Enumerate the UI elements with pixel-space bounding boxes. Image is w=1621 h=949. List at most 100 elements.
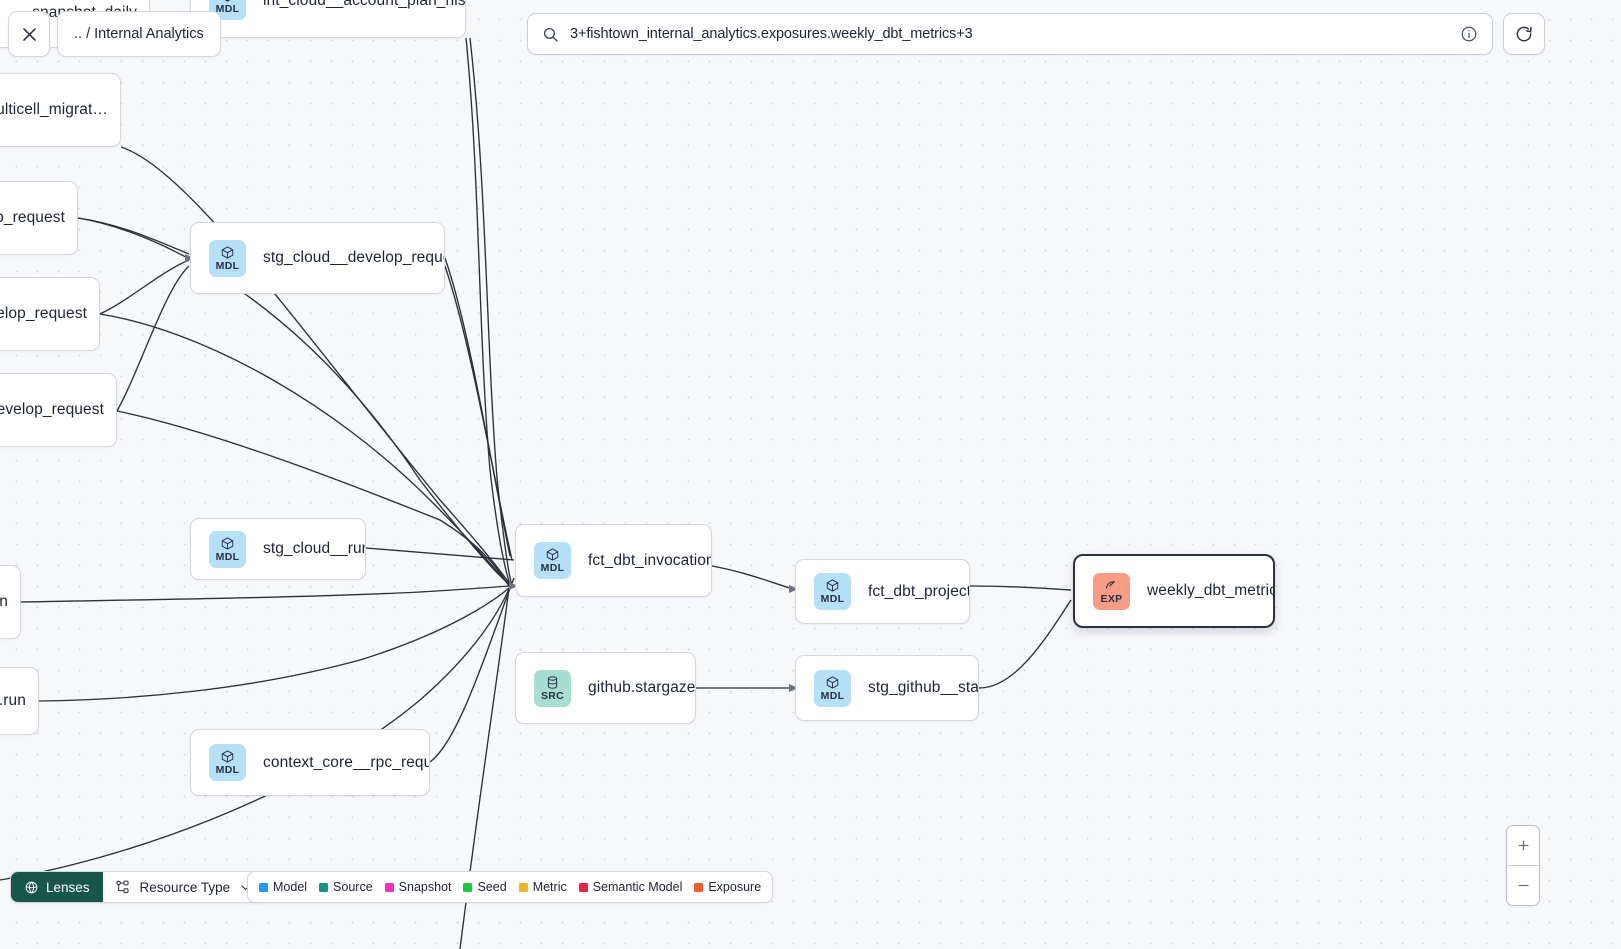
legend-item: Model [259,880,307,894]
legend-swatch-icon [463,882,473,892]
resource-type-dropdown[interactable]: Resource Type [102,872,265,902]
node-type-badge-mdl: MDL [209,530,246,568]
node-type-badge-mdl: MDL [209,239,246,277]
legend-label: Snapshot [398,880,452,894]
graph-node-left-run[interactable]: .run [0,667,39,735]
legend-label: Metric [532,880,567,894]
refresh-button[interactable] [1503,13,1545,55]
legend-label: Model [273,880,308,894]
zoom-controls[interactable] [1506,825,1540,906]
graph-node-context-core-rpc[interactable]: MDL context_core__rpc_request [190,729,430,796]
node-label: .run [0,692,26,709]
graph-node-stg-dev-requests[interactable]: MDL stg_cloud__develop_requests [190,222,445,294]
legend-swatch-icon [259,882,268,892]
close-graph-button[interactable] [8,11,50,57]
legend-item: Metric [518,880,567,894]
graph-node-github-stargazers[interactable]: SRC github.stargazers [515,652,696,724]
node-type-badge-src: SRC [534,669,571,707]
cube-icon [826,676,839,689]
close-icon [22,27,36,41]
plus-icon [1517,840,1529,851]
node-label: multicell_migrat… [0,101,108,118]
cube-icon [221,750,234,763]
node-type-badge-mdl: MDL [814,573,851,610]
legend-item: Source [319,880,373,894]
legend-label: Semantic Model [592,880,683,894]
legend-swatch-icon [578,882,588,892]
resource-type-icon [115,880,129,893]
node-label: op_request [0,209,65,226]
legend-swatch-icon [384,882,394,892]
lenses-label: Lenses [46,879,90,895]
graph-node-stg-github-stars[interactable]: MDL stg_github__stars [795,655,979,721]
node-label: n [0,593,8,610]
node-label: context_core__rpc_request [263,753,429,771]
lineage-search-bar[interactable] [527,13,1493,55]
node-type-badge-mdl: MDL [209,744,246,781]
legend-label: Source [333,880,373,894]
exposure-gauge-icon [1105,580,1115,589]
resource-type-legend: Model Source Snapshot Seed Metric Semantic Mo… [247,871,774,903]
breadcrumb[interactable]: .. / Internal Analytics [57,11,221,57]
cube-icon [546,548,559,561]
cube-icon [225,0,230,2]
lenses-button[interactable]: Lenses [11,872,103,902]
node-type-badge-label: MDL [215,259,240,272]
search-input[interactable] [570,26,1449,42]
node-label: velop_request [0,305,87,322]
zoom-divider [1507,865,1539,866]
graph-node-left-n[interactable]: n [0,565,21,639]
refresh-icon [1516,26,1532,42]
node-type-badge-label: MDL [215,2,240,15]
node-type-badge-label: MDL [820,593,845,606]
node-label: stg_github__stars [868,679,979,696]
node-type-badge-mdl: MDL [534,542,571,579]
graph-node-velop-request[interactable]: velop_request [0,277,100,351]
zoom-out-button[interactable] [1507,866,1539,905]
bottom-toolbar[interactable]: Lenses Resource Type [10,871,266,903]
legend-label: Exposure [708,880,762,894]
search-icon [543,27,558,42]
node-type-badge-mdl: MDL [814,669,851,707]
legend-item: Seed [463,880,507,894]
node-type-badge-label: MDL [820,689,845,702]
graph-node-op-request[interactable]: op_request [0,181,78,255]
node-type-badge-exp: EXP [1093,572,1130,610]
node-label: fct_dbt_invocations [588,551,712,569]
node-label: stg_cloud__runs [263,540,365,557]
node-label: int_cloud__account_plan_history [263,0,466,9]
legend-swatch-icon [319,882,329,892]
legend-label: Seed [477,880,507,894]
minus-icon [1517,884,1529,887]
database-icon [547,676,558,689]
graph-node-fct-dbt-projects[interactable]: MDL fct_dbt_projects [795,559,970,624]
node-label: stg_cloud__develop_requests [263,249,444,266]
graph-node-int-account-plan[interactable]: MDL int_cloud__account_plan_history [190,0,466,38]
legend-swatch-icon [694,882,704,892]
lens-icon [25,881,38,893]
legend-item: Snapshot [384,880,452,894]
legend-swatch-icon [518,882,528,892]
graph-node-multicell[interactable]: multicell_migrat… [0,73,121,147]
node-type-badge-label: MDL [215,550,240,563]
info-circle-icon[interactable] [1460,25,1478,43]
cube-icon [826,579,839,592]
graph-node-fct-dbt-invocations[interactable]: MDL fct_dbt_invocations [515,524,712,597]
node-type-badge-label: MDL [215,764,240,777]
node-label: _develop_request [0,401,104,418]
node-type-badge-label: SRC [540,689,565,702]
legend-item: Exposure [694,880,761,894]
node-label: fct_dbt_projects [868,582,970,600]
graph-node-stg-cloud-runs[interactable]: MDL stg_cloud__runs [190,518,366,580]
legend-item: Semantic Model [578,880,683,894]
graph-node-develop-request[interactable]: _develop_request [0,373,117,447]
zoom-in-button[interactable] [1507,826,1539,865]
node-type-badge-label: MDL [540,562,565,575]
cube-icon [221,246,234,259]
node-type-badge-label: EXP [1100,592,1123,605]
node-label: github.stargazers [588,679,696,696]
cube-icon [221,537,234,550]
